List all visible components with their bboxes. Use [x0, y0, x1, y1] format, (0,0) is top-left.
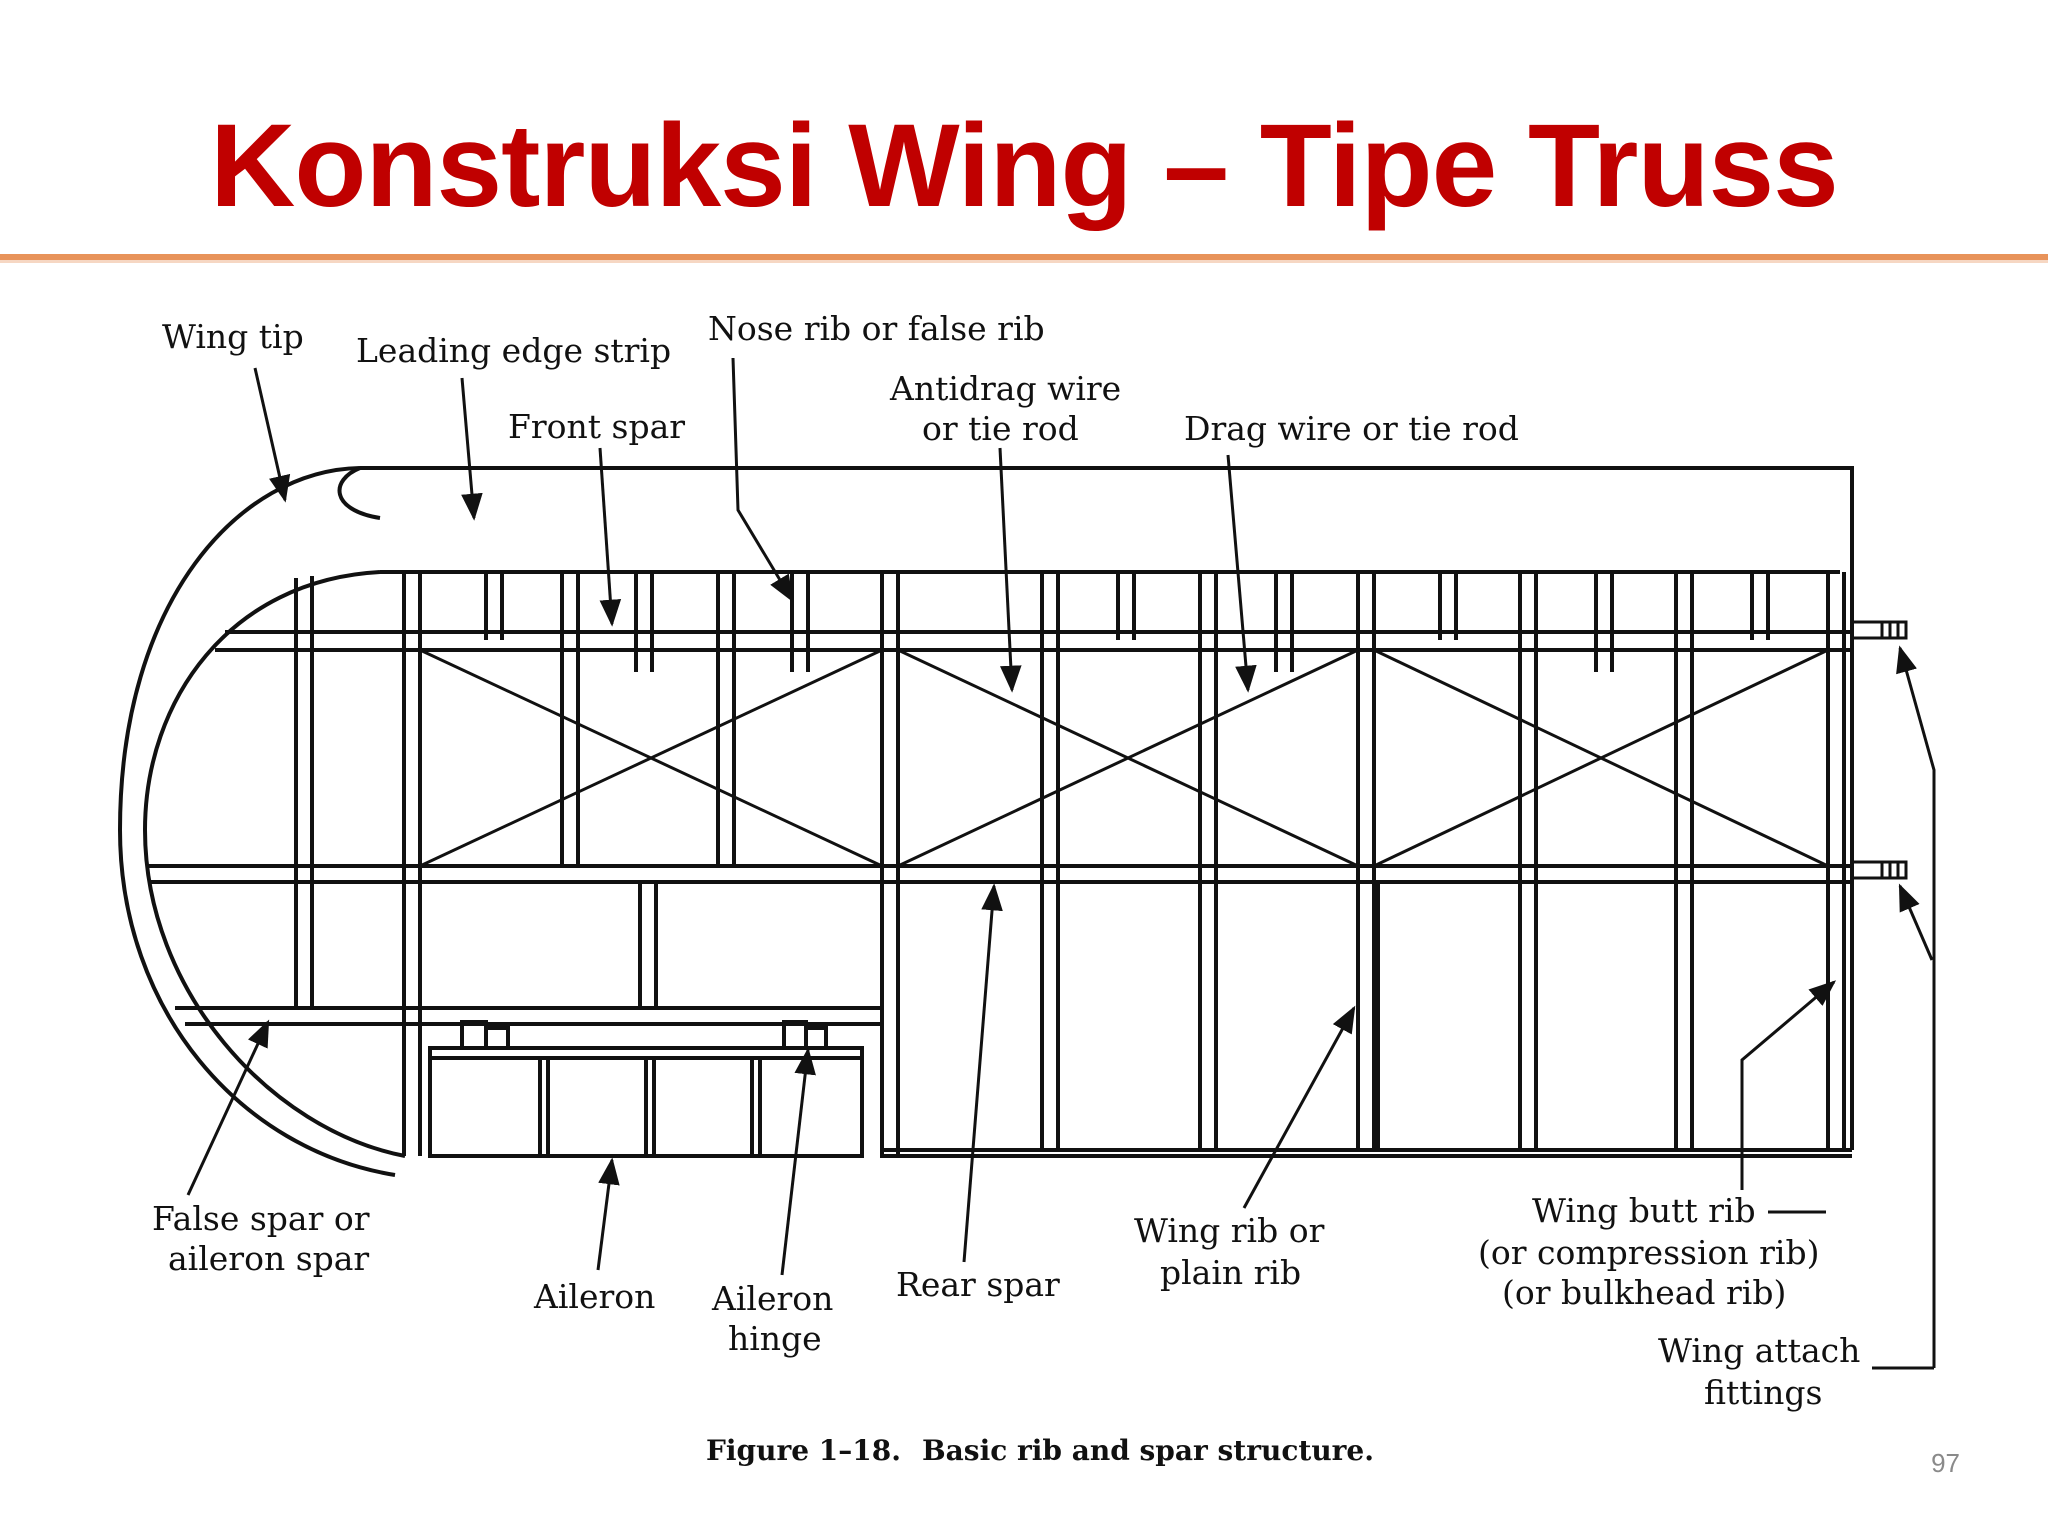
arrow-rear-spar	[962, 883, 1003, 1263]
arrow-antidrag	[998, 447, 1022, 693]
arrow-aileron	[596, 1157, 620, 1271]
label-wing-butt-rib: Wing butt rib	[1532, 1191, 1756, 1230]
wing-tip-bow	[117, 466, 396, 1177]
label-plain-rib: plain rib	[1160, 1253, 1301, 1292]
label-front-spar: Front spar	[508, 407, 685, 446]
slide-title: Konstruksi Wing – Tipe Truss	[210, 100, 1839, 232]
figure-caption-number: Figure 1–18.	[706, 1434, 901, 1467]
label-nose-rib: Nose rib or false rib	[708, 309, 1045, 348]
label-bulkhead-rib: (or bulkhead rib)	[1502, 1273, 1786, 1312]
arrow-wing-tip	[253, 367, 291, 503]
figure-labels: Wing tip Leading edge strip Front spar N…	[152, 309, 1860, 1467]
arrow-leading-edge	[460, 377, 483, 521]
arrow-attach-upper	[1896, 645, 1936, 1368]
label-wing-rib: Wing rib or	[1134, 1211, 1325, 1250]
label-aileron: Aileron	[533, 1277, 655, 1316]
drag-wires	[419, 648, 1829, 868]
label-aileron-hinge-1: Aileron	[711, 1279, 833, 1318]
label-drag-wire: Drag wire or tie rod	[1184, 409, 1519, 448]
label-aileron-spar: aileron spar	[168, 1239, 369, 1278]
arrow-drag-wire	[1226, 454, 1257, 693]
arrow-attach-lower	[1898, 883, 1934, 961]
nose-ribs	[484, 572, 1770, 672]
arrow-wing-rib	[1242, 1005, 1356, 1209]
wing-frame	[117, 466, 1854, 1177]
label-leading-edge-strip: Leading edge strip	[356, 331, 671, 370]
label-antidrag-tie-rod: or tie rod	[922, 409, 1079, 448]
leading-edge-strip	[360, 466, 1854, 1150]
leader-lines	[186, 357, 1936, 1368]
page-number: 97	[1931, 1448, 1960, 1478]
label-antidrag-wire: Antidrag wire	[889, 369, 1121, 408]
title-divider	[0, 254, 2048, 260]
label-fittings: fittings	[1704, 1373, 1822, 1412]
arrow-false-spar	[186, 1019, 270, 1196]
label-false-spar: False spar or	[152, 1199, 370, 1238]
arrow-front-spar	[598, 447, 622, 627]
title-divider-shadow	[0, 260, 2048, 263]
label-wing-attach: Wing attach	[1658, 1331, 1860, 1370]
label-aileron-hinge-2: hinge	[728, 1319, 822, 1358]
figure-caption-text: Basic rib and spar structure.	[922, 1434, 1374, 1467]
aileron	[428, 1020, 864, 1158]
label-compression-rib: (or compression rib)	[1478, 1233, 1819, 1272]
label-wing-tip: Wing tip	[162, 317, 304, 356]
wing-attach-fittings	[1850, 620, 1908, 880]
arrow-aileron-hinge	[780, 1047, 816, 1276]
ribs	[294, 572, 1846, 1156]
arrow-nose-rib	[731, 357, 794, 603]
label-rear-spar: Rear spar	[896, 1265, 1060, 1304]
arrow-butt-rib	[1740, 980, 1837, 1190]
